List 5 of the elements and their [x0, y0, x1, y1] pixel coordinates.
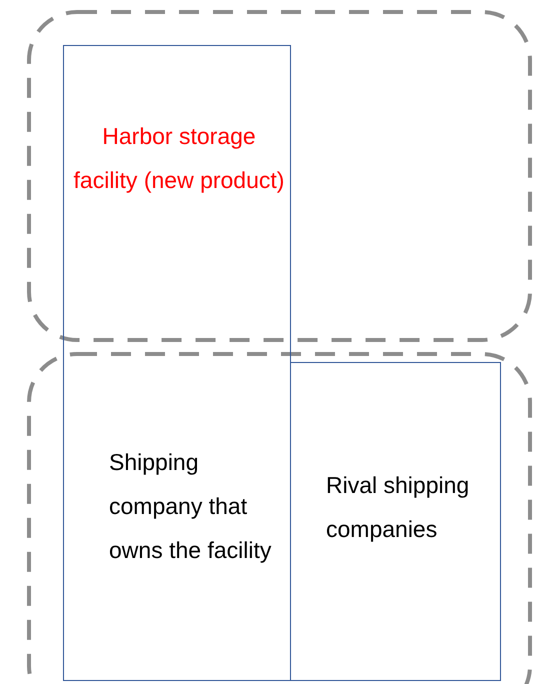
node-label: Shipping company that owns the facility [109, 448, 272, 565]
text-box [290, 362, 501, 681]
text-box [63, 45, 291, 681]
node-label: Rival shipping companies [326, 471, 470, 544]
highlight-label: Harbor storage facility (new product) [72, 122, 286, 195]
